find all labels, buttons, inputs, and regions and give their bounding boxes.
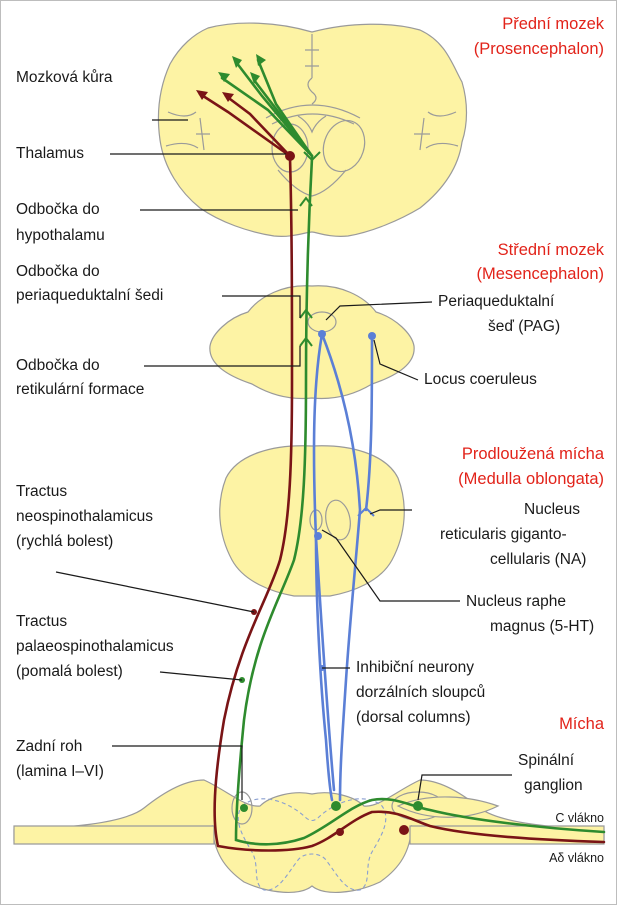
nrgc-label-2: reticularis giganto- bbox=[440, 526, 567, 543]
medulla-heading-1: Prodloužená mícha bbox=[462, 445, 605, 463]
ad-fiber-label: Aδ vlákno bbox=[549, 851, 604, 865]
midbrain-heading-1: Střední mozek bbox=[498, 241, 605, 259]
forebrain-heading-1: Přední mozek bbox=[502, 15, 605, 33]
right-labels: Periaqueduktalní šeď (PAG) Locus coerule… bbox=[356, 293, 604, 865]
reticular-label-1: Odbočka do bbox=[16, 357, 100, 374]
medulla-section bbox=[220, 446, 405, 596]
raphe-label-2: magnus (5-HT) bbox=[490, 618, 594, 635]
medulla-heading-2: (Medulla oblongata) bbox=[458, 470, 604, 488]
midbrain-shape bbox=[210, 286, 414, 399]
midbrain-section bbox=[210, 286, 414, 399]
paleo-label-1: Tractus bbox=[16, 613, 67, 630]
reticular-label-2: retikulární formace bbox=[16, 381, 144, 398]
forebrain-section bbox=[158, 23, 466, 236]
nrgc-label-3: cellularis (NA) bbox=[490, 551, 586, 568]
locus-label: Locus coeruleus bbox=[424, 371, 537, 388]
nrgc-label-1: Nucleus bbox=[524, 501, 580, 518]
ganglion-label-2: ganglion bbox=[524, 777, 583, 794]
medulla-shape bbox=[220, 446, 405, 596]
ganglion-neuron-slow bbox=[413, 801, 423, 811]
pag-branch-label-2: periaqueduktalní šedi bbox=[16, 287, 163, 304]
inhib-label-3: (dorsal columns) bbox=[356, 709, 471, 726]
thalamus-label: Thalamus bbox=[16, 145, 84, 162]
cortex-label: Mozková kůra bbox=[16, 69, 113, 86]
thalamus-neuron bbox=[285, 151, 295, 161]
paleo-label-3: (pomalá bolest) bbox=[16, 663, 123, 680]
hypothalamus-label-2: hypothalamu bbox=[16, 227, 105, 244]
midbrain-heading-2: (Mesencephalon) bbox=[477, 265, 605, 283]
neo-label-1: Tractus bbox=[16, 483, 67, 500]
raphe-label-1: Nucleus raphe bbox=[466, 593, 566, 610]
inhib-label-2: dorzálních sloupců bbox=[356, 684, 485, 701]
hypothalamus-label-1: Odbočka do bbox=[16, 201, 100, 218]
inhib-label-1: Inhibiční neurony bbox=[356, 659, 474, 676]
forebrain-heading-2: (Prosencephalon) bbox=[474, 40, 604, 58]
ganglion-label-1: Spinální bbox=[518, 752, 575, 769]
horn-label-1: Zadní roh bbox=[16, 738, 82, 755]
pag-label-1: Periaqueduktalní bbox=[438, 293, 555, 310]
neo-label-2: neospinothalamicus bbox=[16, 508, 153, 525]
pag-branch-label-1: Odbočka do bbox=[16, 263, 100, 280]
pag-label-2: šeď (PAG) bbox=[488, 318, 560, 335]
raphe-node bbox=[314, 532, 322, 540]
pag-node bbox=[318, 330, 326, 338]
left-labels: Mozková kůra Thalamus Odbočka do hypotha… bbox=[16, 69, 174, 780]
neo-label-3: (rychlá bolest) bbox=[16, 533, 113, 550]
paleo-label-2: palaeospinothalamicus bbox=[16, 638, 174, 655]
spinal-cord-heading: Mícha bbox=[559, 715, 605, 733]
locus-node bbox=[368, 332, 376, 340]
ganglion-neuron-fast bbox=[399, 825, 409, 835]
c-fiber-label: C vlákno bbox=[555, 811, 604, 825]
horn-label-2: (lamina I–VI) bbox=[16, 763, 104, 780]
